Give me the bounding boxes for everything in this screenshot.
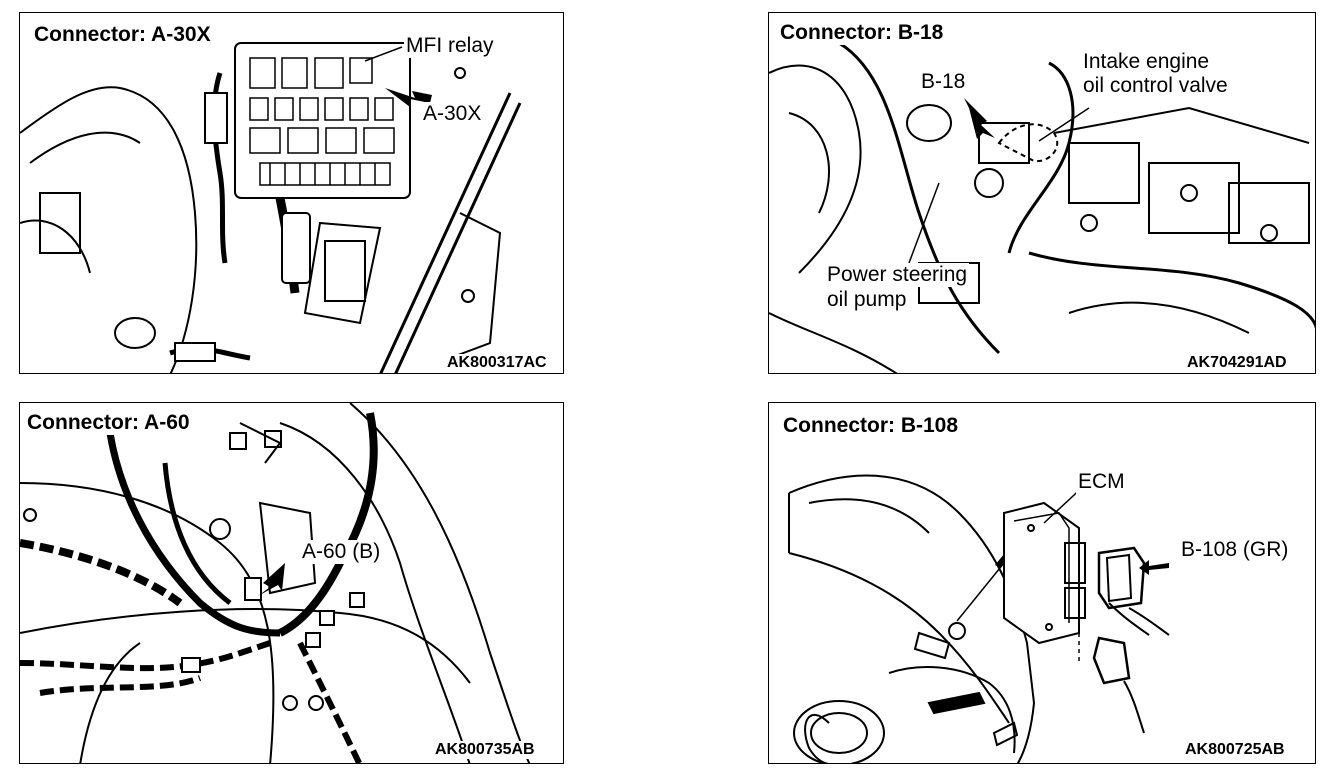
wiring-harness-illustration (20, 403, 531, 763)
label-a60-b: A-60 (B) (300, 540, 383, 564)
panel-connector-b18: Connector: B-18 B-18 Intake engine oil c… (768, 12, 1316, 374)
engine-oil-control-valve-illustration (769, 41, 1315, 373)
label-ecm: ECM (1076, 470, 1127, 494)
figure-code: AK800317AC (445, 354, 549, 372)
panel-title: Connector: A-30X (31, 23, 214, 47)
label-intake-engine: Intake engine (1081, 50, 1212, 74)
figure-code: AK704291AD (1185, 354, 1289, 372)
label-mfi-relay: MFI relay (404, 34, 496, 58)
panel-title: Connector: A-60 (24, 411, 193, 435)
panel-title: Connector: B-18 (777, 21, 947, 45)
label-b108-gr: B-108 (GR) (1179, 538, 1291, 562)
figure-code: AK800725AB (1183, 741, 1287, 759)
panel-connector-a60: Connector: A-60 A-60 (B) AK800735AB (19, 402, 564, 764)
ecm-vehicle-illustration (788, 474, 1170, 763)
label-power-steering: Power steering (825, 263, 970, 287)
panel-connector-a30x: Connector: A-30X MFI relay A-30X AK80031… (19, 12, 564, 374)
label-b18: B-18 (919, 70, 968, 94)
engine-bay-fuse-box-illustration (20, 42, 522, 373)
label-oil-control-valve: oil control valve (1081, 74, 1230, 98)
panel-connector-b108: Connector: B-108 ECM B-108 (GR) AK800725… (768, 402, 1316, 764)
panel-title: Connector: B-108 (780, 414, 962, 438)
figure-code: AK800735AB (433, 741, 537, 759)
label-oil-pump: oil pump (825, 288, 909, 312)
label-a30x: A-30X (421, 102, 484, 126)
